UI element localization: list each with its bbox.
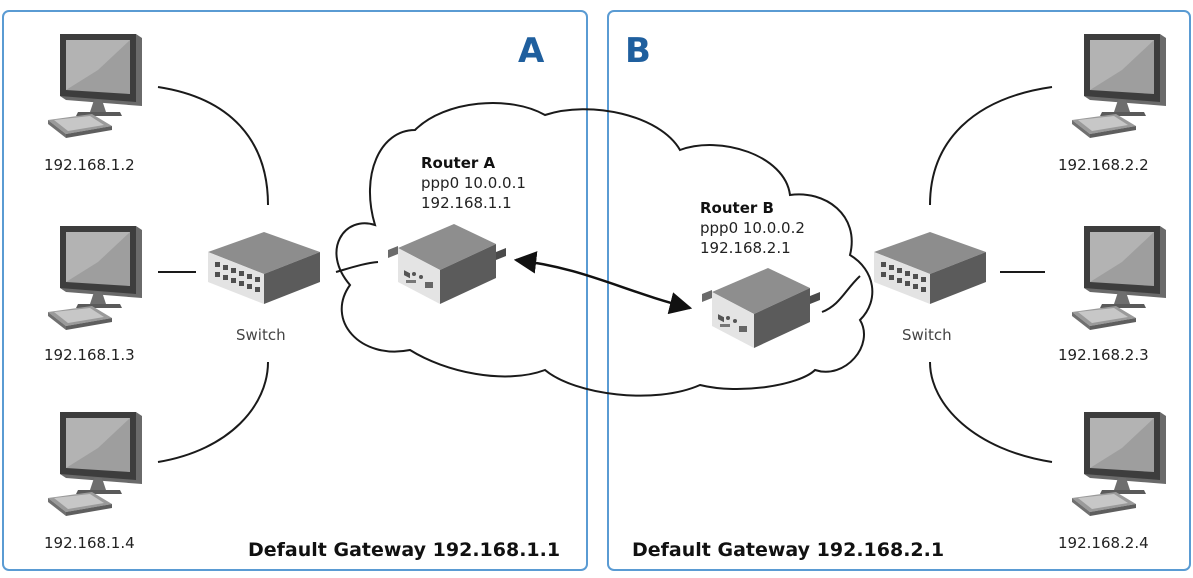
host-b1-ip: 192.168.2.2	[1058, 156, 1149, 174]
host-b3-ip: 192.168.2.4	[1058, 534, 1149, 552]
router-b-name: Router B	[700, 199, 774, 217]
router-a-ppp: ppp0 10.0.0.1	[421, 174, 526, 192]
network-switch-icon	[874, 232, 986, 304]
switch-b-label: Switch	[902, 326, 952, 344]
host-a3-ip: 192.168.1.4	[44, 534, 135, 552]
link-host-a1	[157, 86, 269, 206]
desktop-computer-icon	[48, 226, 142, 330]
host-b2-ip: 192.168.2.3	[1058, 346, 1149, 364]
desktop-computer-icon	[1072, 412, 1166, 516]
link-switch-router-a	[335, 261, 379, 273]
router-b-lan: 192.168.2.1	[700, 239, 791, 257]
link-host-b3	[929, 361, 1053, 463]
router-icon	[388, 224, 506, 304]
link-host-b1	[929, 86, 1053, 206]
gateway-a-label: Default Gateway 192.168.1.1	[248, 539, 560, 561]
desktop-computer-icon	[48, 412, 142, 516]
gateway-b-label: Default Gateway 192.168.2.1	[632, 539, 944, 561]
network-a-letter: A	[518, 31, 545, 71]
router-a-name: Router A	[421, 154, 495, 172]
router-b-ppp: ppp0 10.0.0.2	[700, 219, 805, 237]
router-a-lan: 192.168.1.1	[421, 194, 512, 212]
network-b-letter: B	[625, 31, 651, 71]
double-arrow-icon	[513, 251, 693, 315]
switch-a-label: Switch	[236, 326, 286, 344]
desktop-computer-icon	[1072, 34, 1166, 138]
host-a2-ip: 192.168.1.3	[44, 346, 135, 364]
link-host-a3	[157, 361, 269, 463]
network-switch-icon	[208, 232, 320, 304]
desktop-computer-icon	[1072, 226, 1166, 330]
link-router-b-switch	[821, 275, 861, 313]
desktop-computer-icon	[48, 34, 142, 138]
cloud-icon	[335, 102, 874, 397]
host-a1-ip: 192.168.1.2	[44, 156, 135, 174]
router-icon	[702, 268, 820, 348]
